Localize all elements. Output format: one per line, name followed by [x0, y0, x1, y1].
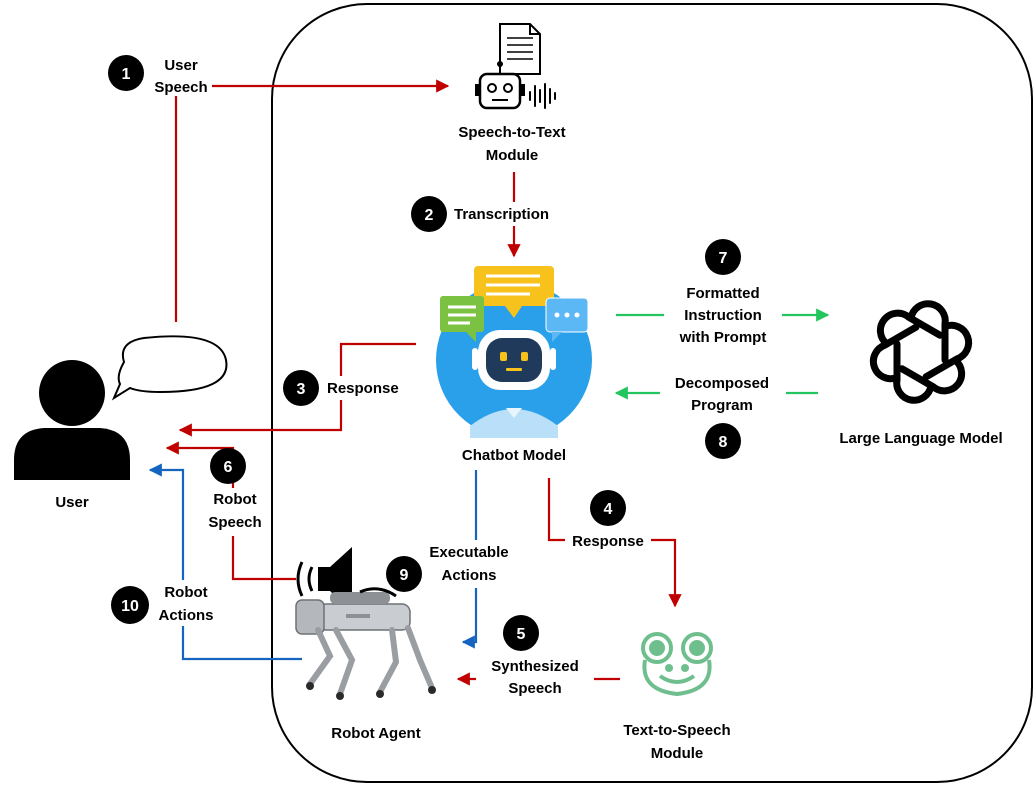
- step-label-line1: Decomposed: [675, 375, 769, 392]
- step-number: 2: [425, 207, 434, 224]
- speech-to-text-node: Speech-to-Text Module: [458, 23, 566, 164]
- step-8: Decomposed Program 8: [660, 372, 786, 459]
- user-node: User: [14, 335, 228, 511]
- user-label: User: [55, 494, 89, 511]
- step-badge: [210, 448, 246, 484]
- text-to-speech-label-line2: Module: [651, 745, 704, 762]
- step-1: 1 User Speech: [108, 52, 212, 96]
- robot-head-icon: [475, 61, 525, 110]
- arrow-robot-actions: [148, 463, 302, 661]
- step-3: 3 Response: [283, 370, 420, 406]
- step-badge: [705, 239, 741, 275]
- step-badge: [283, 370, 319, 406]
- user-icon: [14, 360, 130, 480]
- step-number: 5: [517, 626, 526, 643]
- arrow-user-speech: [174, 79, 450, 322]
- step-label-line1: Response: [572, 533, 644, 550]
- step-label-line1: User: [164, 57, 198, 74]
- robot-dog-icon: [295, 587, 436, 700]
- step-2: 2 Transcription: [411, 196, 580, 232]
- step-number: 9: [400, 567, 409, 584]
- green-chat-bubble-icon: [440, 296, 484, 342]
- speech-to-text-label-line1: Speech-to-Text: [458, 124, 565, 141]
- step-number: 7: [719, 250, 728, 267]
- step-label-line2: Actions: [158, 607, 213, 624]
- step-label-line3: with Prompt: [679, 329, 767, 346]
- step-label-line1: Executable: [429, 544, 508, 561]
- yellow-chat-bubble-icon: [474, 266, 554, 318]
- step-badge: [705, 423, 741, 459]
- step-number: 8: [719, 434, 728, 451]
- text-to-speech-node: Text-to-Speech Module: [623, 632, 731, 762]
- step-9: Executable Actions 9: [386, 540, 520, 592]
- speech-bubble-icon: [111, 335, 228, 401]
- step-label-line2: Instruction: [684, 307, 762, 324]
- chatbot-label: Chatbot Model: [462, 447, 566, 464]
- step-label-line1: Response: [327, 380, 399, 397]
- step-number: 1: [122, 66, 131, 83]
- step-number: 3: [297, 381, 306, 398]
- frog-icon: [641, 632, 713, 697]
- step-label-line1: Robot: [164, 584, 207, 601]
- arrow-executable-actions: [461, 470, 478, 649]
- step-number: 10: [121, 598, 139, 615]
- step-7: 7 Formatted Instruction with Prompt: [664, 239, 782, 352]
- step-6: 6 Robot Speech: [200, 448, 270, 536]
- step-number: 4: [604, 501, 613, 518]
- step-label-line1: Transcription: [454, 206, 549, 223]
- step-label-line2: Program: [691, 397, 753, 414]
- blue-chat-bubble-icon: [545, 297, 589, 342]
- step-badge: [111, 586, 149, 624]
- step-badge: [590, 490, 626, 526]
- llm-label: Large Language Model: [839, 430, 1002, 447]
- document-icon: [499, 23, 541, 75]
- speech-to-text-label-line2: Module: [486, 147, 539, 164]
- system-boundary: [271, 3, 1033, 783]
- step-label-line1: Synthesized: [491, 658, 579, 675]
- step-label-line1: Robot: [213, 491, 256, 508]
- step-number: 6: [224, 459, 233, 476]
- robot-face-icon: [470, 330, 558, 438]
- step-badge: [411, 196, 447, 232]
- step-label-line2: Speech: [154, 79, 207, 96]
- robot-agent-node: Robot Agent: [295, 547, 436, 742]
- step-badge: [386, 556, 422, 592]
- step-10: 10 Robot Actions: [111, 580, 222, 626]
- sound-wave-icon: [529, 83, 556, 109]
- chatbot-node: Chatbot Model: [436, 266, 592, 464]
- step-badge: [503, 615, 539, 651]
- step-label-line2: Speech: [508, 680, 561, 697]
- step-5: 5 Synthesized Speech: [476, 615, 594, 700]
- llm-node: Large Language Model: [839, 300, 1003, 447]
- step-label-line1: Formatted: [686, 285, 759, 302]
- text-to-speech-label-line1: Text-to-Speech: [623, 722, 730, 739]
- step-label-line2: Speech: [208, 514, 261, 531]
- step-4: 4 Response: [565, 490, 651, 552]
- step-label-line2: Actions: [441, 567, 496, 584]
- step-badge: [108, 55, 144, 91]
- openai-logo-icon: [869, 300, 973, 404]
- robot-agent-label: Robot Agent: [331, 725, 420, 742]
